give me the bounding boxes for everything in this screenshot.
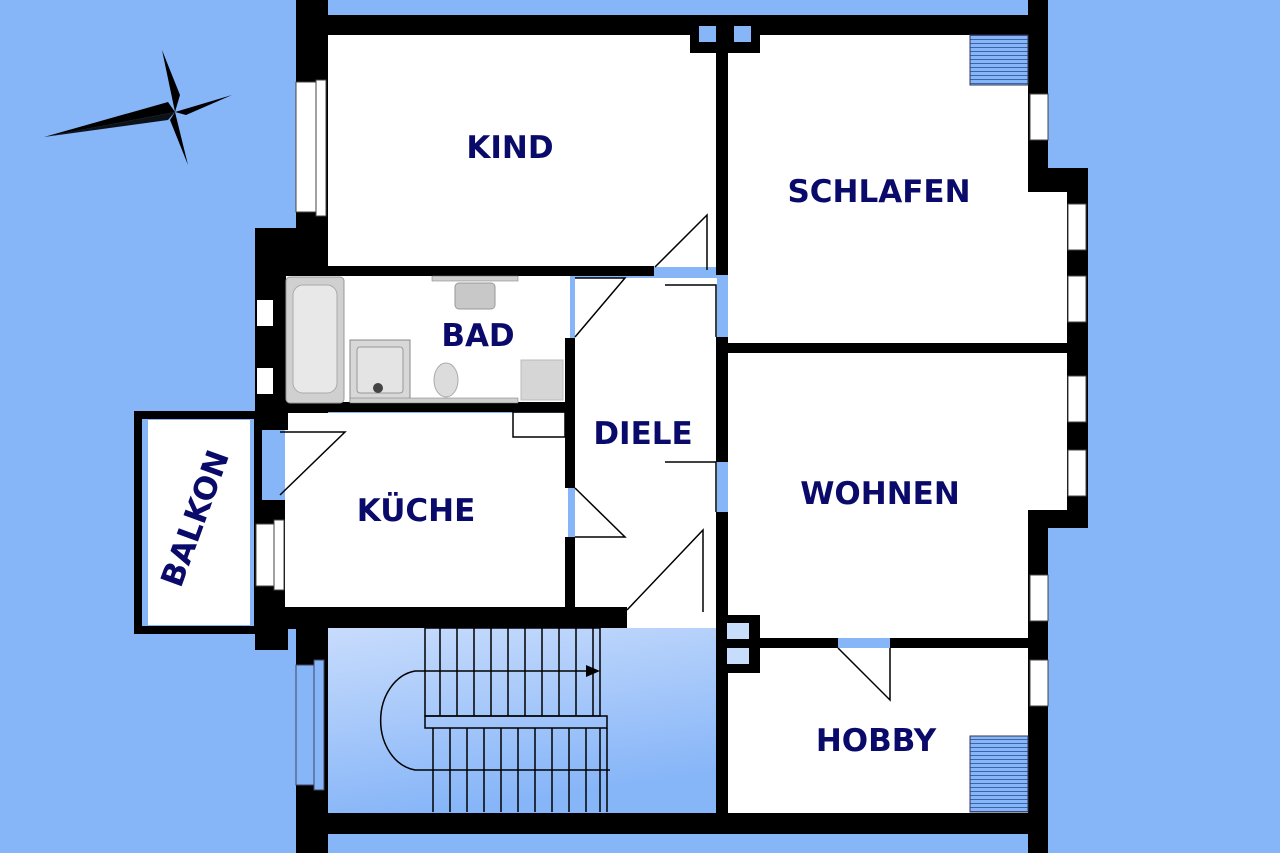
door-hobby [837, 647, 891, 702]
room-kind [328, 35, 716, 267]
room-label-diele: DIELE [593, 416, 692, 452]
stairwell [328, 627, 716, 813]
room-wohnen [728, 353, 1067, 638]
door-wohnen [665, 461, 717, 512]
room-label-kind: KIND [466, 130, 553, 166]
room-label-schlafen: SCHLAFEN [787, 174, 970, 210]
bathroom-fixtures [285, 275, 564, 404]
stair-direction-arrow-icon [586, 665, 600, 677]
room-balkon [148, 420, 250, 625]
door-balkon [279, 431, 347, 496]
room-label-wohnen: WOHNEN [800, 476, 960, 512]
sink-icon [454, 282, 496, 310]
room-diele [575, 278, 717, 628]
windows [255, 79, 1087, 791]
room-kueche [285, 413, 568, 609]
door-bad [574, 277, 627, 338]
doors [279, 213, 891, 702]
washing-machine-icon [520, 359, 564, 401]
door-entrance [626, 528, 704, 612]
sink-counter [431, 275, 519, 282]
kitchen-counter-corner [512, 411, 566, 438]
door-kueche-diele [574, 487, 627, 538]
radiator-schlafen-icon [969, 34, 1029, 86]
room-floors [148, 35, 1067, 813]
door-schlafen [665, 284, 717, 337]
radiator-hobby-icon [969, 735, 1029, 813]
room-schlafen [728, 50, 1067, 343]
door-kind [654, 213, 708, 270]
compass-rose-icon [44, 50, 232, 165]
room-label-bad: BAD [441, 318, 514, 354]
room-label-hobby: HOBBY [816, 723, 937, 759]
toilet-icon [433, 362, 459, 398]
interior-walls [134, 26, 1068, 812]
room-label-kueche: KÜCHE [357, 492, 476, 529]
